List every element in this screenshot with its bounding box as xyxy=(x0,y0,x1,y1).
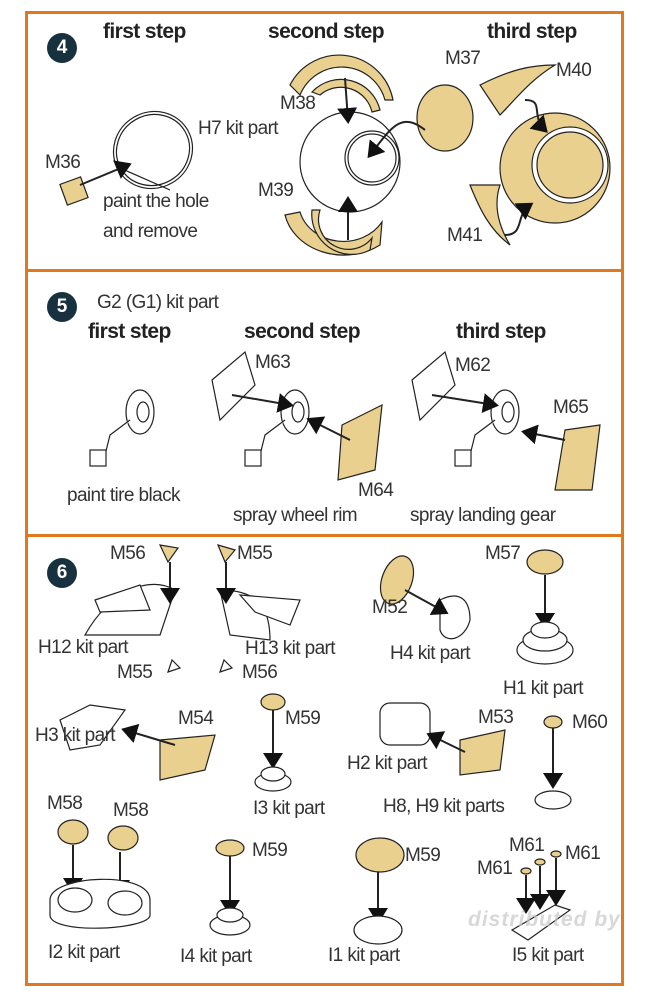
label-m58: M58 xyxy=(47,793,83,814)
label-m56: M56 xyxy=(110,543,146,564)
m53-part xyxy=(459,729,506,776)
step-5-badge: 5 xyxy=(47,292,77,322)
label-h7: H7 kit part xyxy=(198,118,279,139)
wheel-third-step xyxy=(454,389,520,467)
label-m59: M59 xyxy=(285,708,321,729)
label-m56-lower: M56 xyxy=(242,662,278,683)
label-i1: I1 kit part xyxy=(328,945,400,966)
label-i5: I5 kit part xyxy=(512,945,584,966)
note-paint-hole: paint the hole xyxy=(103,191,209,212)
m41-part xyxy=(469,184,511,246)
label-m55-lower: M55 xyxy=(117,662,153,683)
h4-part xyxy=(439,595,471,640)
h2-part xyxy=(379,702,431,746)
step-5-heading-second: second step xyxy=(244,320,361,343)
label-m38: M38 xyxy=(280,93,316,114)
h3-part xyxy=(59,704,127,751)
m57-part xyxy=(526,549,564,575)
m52-part xyxy=(379,555,415,605)
label-i2: I2 kit part xyxy=(48,942,120,963)
label-h8-h9: H8, H9 kit parts xyxy=(383,796,505,817)
label-m59-i4: M59 xyxy=(252,840,288,861)
m37-part xyxy=(416,84,474,152)
h8-h9-part xyxy=(534,790,572,810)
step-5-heading-first: first step xyxy=(88,320,171,343)
label-h13: H13 kit part xyxy=(245,638,336,659)
m54-part xyxy=(159,734,216,781)
label-m53: M53 xyxy=(478,707,514,728)
m65-part xyxy=(554,424,601,491)
label-h2: H2 kit part xyxy=(347,753,428,774)
label-m60: M60 xyxy=(572,712,608,733)
wheel-second-step xyxy=(244,389,310,467)
m63-part xyxy=(211,350,256,422)
label-m57: M57 xyxy=(485,543,521,564)
label-m62: M62 xyxy=(455,355,491,376)
step-5-heading-third: third step xyxy=(456,320,546,343)
note-paint-tire: paint tire black xyxy=(67,485,181,506)
m64-part xyxy=(337,403,383,481)
m36-part xyxy=(59,176,89,206)
label-m61-left: M61 xyxy=(477,858,513,879)
label-m58-right: M58 xyxy=(113,800,149,821)
label-h3: H3 kit part xyxy=(35,725,116,746)
m38-part xyxy=(289,54,394,101)
label-h1: H1 kit part xyxy=(503,678,584,699)
note-spray-gear: spray landing gear xyxy=(410,505,556,526)
note-spray-rim: spray wheel rim xyxy=(233,505,358,526)
label-m36: M36 xyxy=(45,152,81,173)
label-i3: I3 kit part xyxy=(253,798,325,819)
h7-frame-drawing xyxy=(112,110,194,191)
label-m40: M40 xyxy=(556,60,592,81)
m40-part xyxy=(479,64,558,116)
step-4-heading-first: first step xyxy=(103,20,186,43)
step-4-badge: 4 xyxy=(47,33,77,63)
label-m61-right: M61 xyxy=(565,843,601,864)
label-m63: M63 xyxy=(255,352,291,373)
label-h12: H12 kit part xyxy=(38,637,129,658)
label-h4: H4 kit part xyxy=(390,643,471,664)
step-4-heading-second: second step xyxy=(268,20,385,43)
step-6-badge: 6 xyxy=(47,558,77,588)
note-and-remove: and remove xyxy=(103,221,198,242)
step-5-kit-label: G2 (G1) kit part xyxy=(97,292,219,313)
label-m55: M55 xyxy=(237,543,273,564)
label-m61-middle: M61 xyxy=(509,835,545,856)
label-m64: M64 xyxy=(358,480,394,501)
label-m41: M41 xyxy=(447,225,483,246)
label-m65: M65 xyxy=(553,397,589,418)
m62-part xyxy=(411,350,456,422)
wheel-first-step xyxy=(89,389,155,467)
i1-part xyxy=(353,915,403,945)
step-4-heading-third: third step xyxy=(487,20,577,43)
label-m37: M37 xyxy=(445,48,481,69)
i5-part xyxy=(510,904,572,941)
label-m54: M54 xyxy=(178,708,214,729)
label-m39: M39 xyxy=(258,180,294,201)
distributor-watermark: distributed by xyxy=(468,908,621,931)
step-6-panel xyxy=(25,534,624,986)
label-m52: M52 xyxy=(372,597,408,618)
label-i4: I4 kit part xyxy=(180,946,252,967)
label-m59-i1: M59 xyxy=(405,845,441,866)
